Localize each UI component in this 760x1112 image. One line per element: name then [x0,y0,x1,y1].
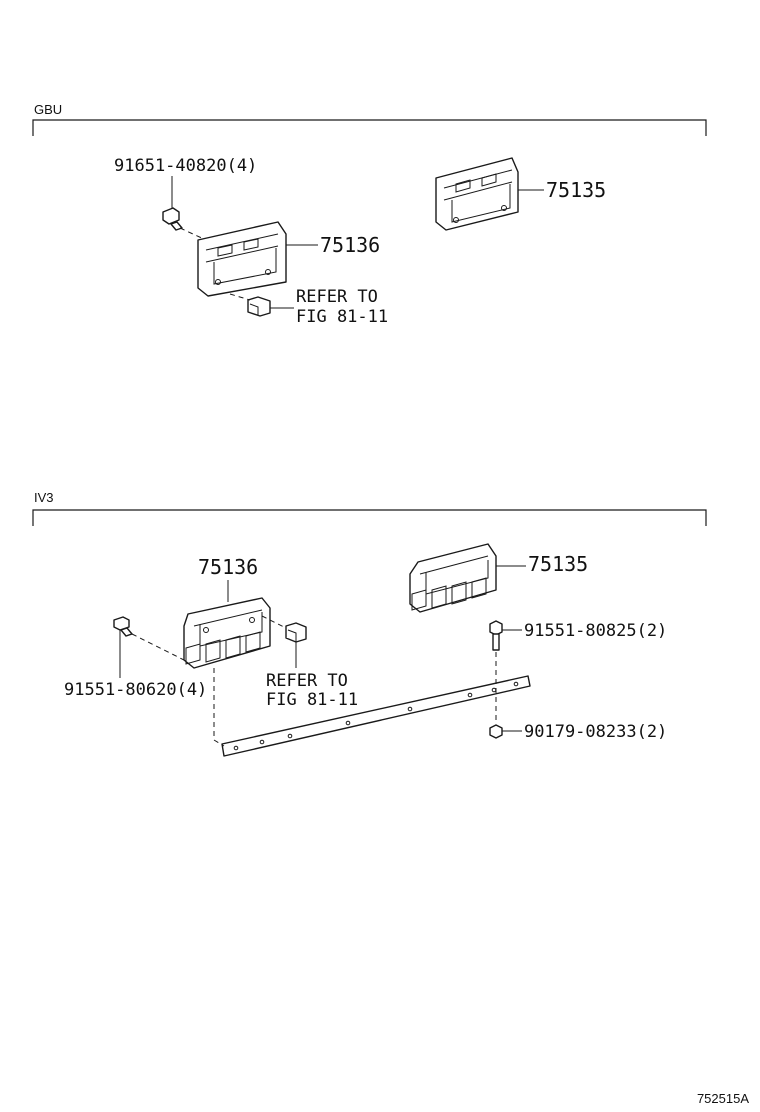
callout-bolt-left: 91551-80620(4) [64,680,207,700]
bracket-75135-icon [435,157,519,231]
bolt-icon [162,207,183,231]
section-bracket-gbu [32,119,707,136]
refer-line1-iv3: REFER TO [266,671,348,691]
section-label-gbu: GBU [34,102,62,117]
callout-nut: 90179-08233(2) [524,722,667,742]
refer-line1: REFER TO [296,287,378,307]
rail-dash-line [213,668,225,747]
rail-icon [221,675,531,757]
illustration-code: 752515A [697,1091,749,1106]
callout-75136-iv3: 75136 [198,555,258,579]
bolt-dash-line [179,227,207,241]
callout-bolt: 91651-40820(4) [114,156,257,176]
refer-line2: FIG 81-11 [296,307,388,327]
refer-line2-iv3: FIG 81-11 [266,690,358,710]
section-bracket-iv3 [32,509,707,526]
bolt-left-dash-line [131,633,185,661]
bracket-75135-icon-iv3 [409,543,497,613]
callout-75135: 75135 [546,178,606,202]
callout-75135-iv3: 75135 [528,552,588,576]
bolt-icon-iv3-right [489,620,503,651]
section-label-iv3: IV3 [34,490,54,505]
section-gbu: GBU 91651-40820(4) 75136 REFER TO FIG 81… [32,102,707,327]
clip-icon-iv3 [285,622,307,643]
bracket-75136-icon [197,221,287,297]
bracket-75136-icon-iv3 [183,597,271,669]
nut-icon [489,724,503,739]
clip-icon [247,296,271,317]
clip-dash-line-iv3 [261,615,287,629]
callout-75136: 75136 [320,233,380,257]
callout-bolt-right: 91551-80825(2) [524,621,667,641]
clip-dash-line [229,293,251,301]
section-iv3: IV3 75136 91551-80620(4) REFER TO FIG 81… [32,490,707,757]
bolt-icon-iv3-left [113,616,133,637]
